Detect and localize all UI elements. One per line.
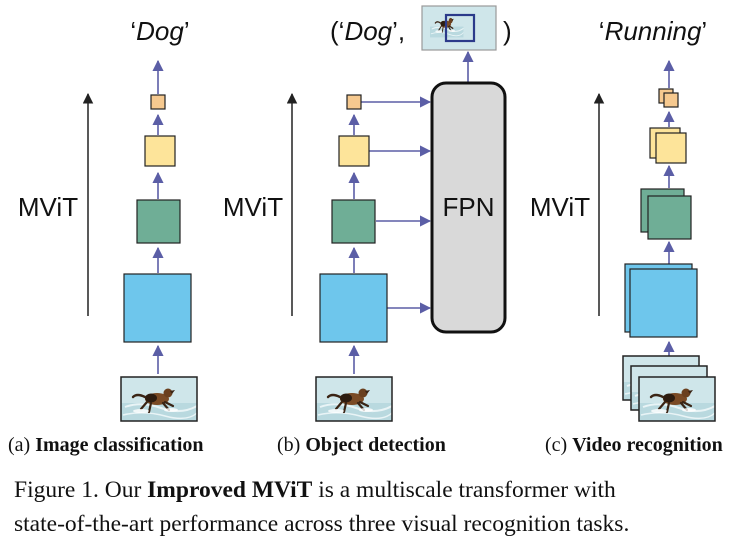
output-label-a: ‘Dog’ xyxy=(130,16,189,46)
output-label-c: ‘Running’ xyxy=(599,16,707,46)
fpn-block xyxy=(430,81,507,334)
stage-2-block xyxy=(331,199,376,244)
stage-1-block xyxy=(123,273,192,343)
output-label-b: (‘Dog’,) xyxy=(330,16,512,46)
input-video-frames xyxy=(621,354,717,423)
figure-caption: Figure 1. Our Improved MViT is a multisc… xyxy=(14,473,734,541)
caption-text: is a multiscale transformer with xyxy=(312,477,616,503)
stage-3-stack xyxy=(649,127,687,164)
panel-video-recognition: ‘Running’ MViT xyxy=(530,16,723,456)
mvit-label: MViT xyxy=(18,192,78,222)
stage-3-block xyxy=(338,135,370,167)
stage-2-stack xyxy=(640,188,692,240)
bounding-box xyxy=(444,13,476,43)
stage-1-stack xyxy=(624,263,698,338)
stage-1-block xyxy=(319,273,388,343)
caption-line-2: state-of-the-art performance across thre… xyxy=(14,511,630,537)
stage-3-block xyxy=(144,135,176,167)
panel-image-classification: ‘Dog’ MViT (a)Image classification xyxy=(8,16,204,456)
panel-label-c: (c)Video recognition xyxy=(545,434,723,456)
stage-2-block xyxy=(136,199,181,244)
caption-line-1: Figure 1. Our Improved MViT is a multisc… xyxy=(14,473,734,507)
stage-4-block xyxy=(150,94,166,110)
panel-label-a: (a)Image classification xyxy=(8,434,204,456)
stage-4-stack xyxy=(658,88,679,108)
input-image xyxy=(119,375,199,423)
mvit-label: MViT xyxy=(530,192,590,222)
panel-label-b: (b)Object detection xyxy=(277,434,446,456)
detection-crop-image xyxy=(421,5,497,51)
input-image xyxy=(314,375,394,423)
mvit-label: MViT xyxy=(223,192,283,222)
caption-text: Figure 1. Our xyxy=(14,477,148,503)
caption-emphasis: Improved MViT xyxy=(147,477,313,503)
panel-object-detection: (‘Dog’,) MViT FPN (b)Ob xyxy=(223,5,512,456)
fpn-label: FPN xyxy=(443,192,495,222)
stage-4-block xyxy=(346,94,362,110)
